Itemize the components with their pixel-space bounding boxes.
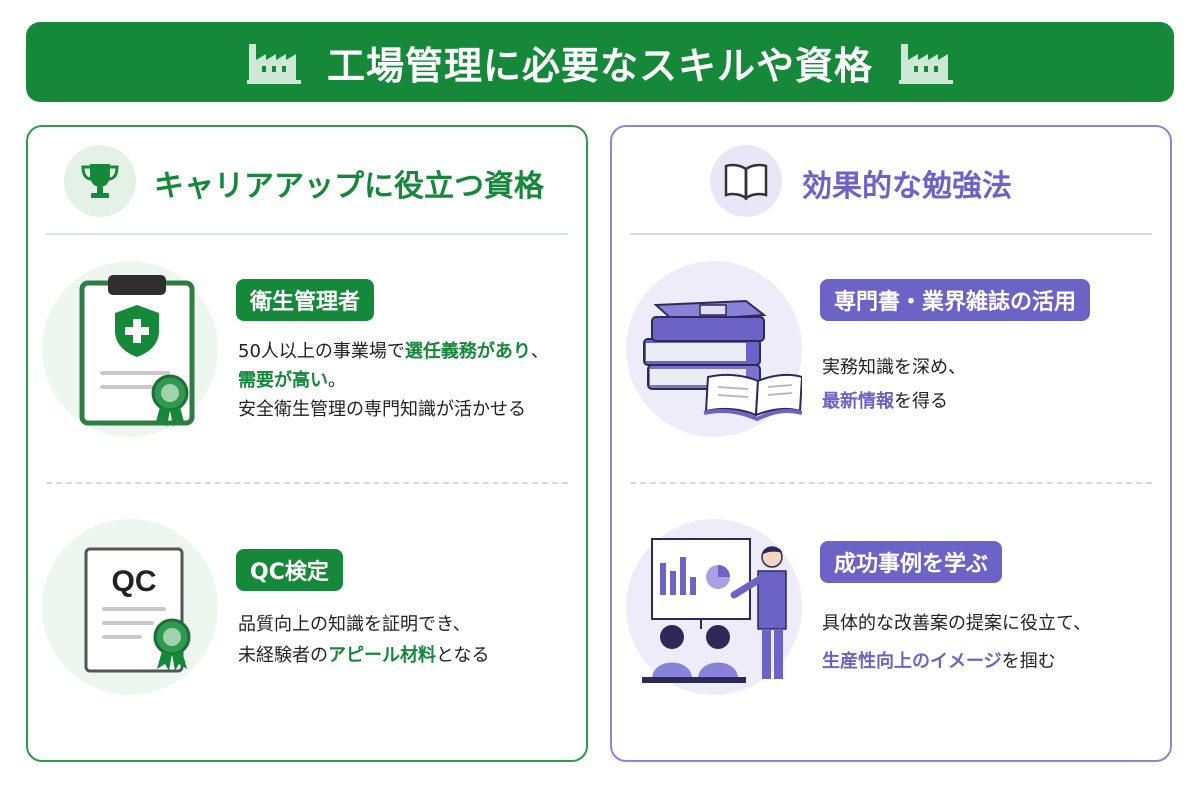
factory-icon bbox=[899, 44, 953, 84]
description-line: 実務知識を深め、 bbox=[822, 351, 966, 385]
qc-icon-text: QC bbox=[112, 565, 157, 598]
description-text: 安全衛生管理の専門知識が活かせる bbox=[238, 399, 526, 420]
header-banner: 工場管理に必要なスキルや資格 bbox=[26, 22, 1174, 102]
qc-certificate-icon: QC bbox=[42, 519, 218, 695]
description-line: 未経験者のアピール材料となる bbox=[238, 640, 489, 671]
description-line: 具体的な改善案の提案に役立て、 bbox=[822, 605, 1091, 643]
study-description: 具体的な改善案の提案に役立て、生産性向上のイメージを掴む bbox=[822, 605, 1091, 681]
highlight-text: 最新情報 bbox=[822, 391, 894, 412]
clipboard-certificate-icon bbox=[42, 261, 218, 437]
description-text: を得る bbox=[894, 391, 948, 412]
highlight-text: 選任義務があり bbox=[404, 341, 531, 362]
highlight-text: 需要が高い bbox=[238, 370, 328, 391]
panel-header: 効果的な勉強法 bbox=[612, 127, 1170, 233]
study-methods-panel: 効果的な勉強法 専門書・業界雑誌の活用 実務知識を深め、最 bbox=[610, 125, 1172, 762]
qualification-description: 50人以上の事業場で選任義務があり、需要が高い。安全衛生管理の専門知識が活かせる bbox=[238, 337, 549, 424]
description-text: となる bbox=[436, 645, 490, 666]
description-text: を掴む bbox=[1001, 651, 1056, 672]
divider bbox=[630, 482, 1152, 484]
description-text: 。 bbox=[328, 370, 346, 391]
divider bbox=[630, 233, 1152, 235]
books-stack-icon bbox=[626, 261, 802, 437]
description-line: 品質向上の知識を証明でき、 bbox=[238, 609, 489, 640]
presentation-icon bbox=[626, 519, 802, 695]
factory-icon bbox=[246, 44, 301, 84]
description-line: 50人以上の事業場で選任義務があり、 bbox=[238, 337, 549, 366]
highlight-text: 生産性向上のイメージ bbox=[822, 651, 1002, 672]
qualifications-panel: キャリアアップに役立つ資格 衛生管理者 50人以上の事業場で選任義務があり、需要… bbox=[26, 125, 588, 762]
description-line: 安全衛生管理の専門知識が活かせる bbox=[238, 395, 549, 424]
description-text: 品質向上の知識を証明でき、 bbox=[238, 614, 471, 635]
description-text: 50人以上の事業場で bbox=[238, 341, 405, 362]
description-line: 需要が高い。 bbox=[238, 366, 549, 395]
qualification-label: 衛生管理者 bbox=[236, 279, 375, 321]
open-book-icon bbox=[710, 145, 782, 217]
study-description: 実務知識を深め、最新情報を得る bbox=[822, 351, 966, 419]
study-label: 成功事例を学ぶ bbox=[820, 541, 1003, 583]
panel-heading: 効果的な勉強法 bbox=[802, 169, 1012, 204]
divider bbox=[46, 233, 568, 235]
description-text: 、 bbox=[530, 341, 549, 362]
description-text: 具体的な改善案の提案に役立て、 bbox=[822, 613, 1092, 634]
page-title: 工場管理に必要なスキルや資格 bbox=[326, 43, 873, 88]
description-line: 生産性向上のイメージを掴む bbox=[822, 643, 1091, 681]
trophy-icon bbox=[64, 145, 136, 217]
description-text: 未経験者の bbox=[238, 645, 328, 666]
study-label: 専門書・業界雑誌の活用 bbox=[820, 279, 1091, 321]
qualification-label: QC検定 bbox=[236, 549, 343, 591]
qualification-description: 品質向上の知識を証明でき、未経験者のアピール材料となる bbox=[238, 609, 489, 671]
panel-heading: キャリアアップに役立つ資格 bbox=[154, 169, 544, 204]
description-text: 実務知識を深め、 bbox=[822, 357, 966, 378]
panel-header: キャリアアップに役立つ資格 bbox=[28, 127, 586, 233]
highlight-text: アピール材料 bbox=[328, 645, 436, 666]
description-line: 最新情報を得る bbox=[822, 385, 966, 419]
divider bbox=[46, 482, 568, 484]
